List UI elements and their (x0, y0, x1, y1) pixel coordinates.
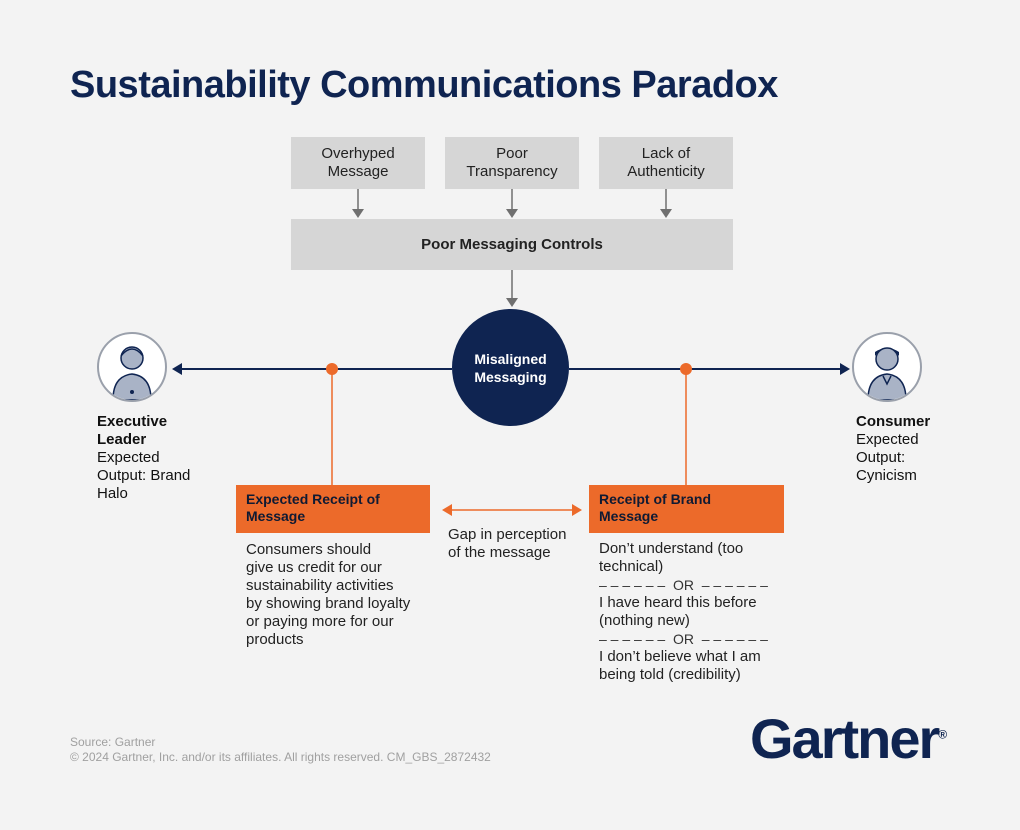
executive-leader-output: Expected Output: Brand Halo (97, 449, 191, 502)
receipt-of-brand-body: Don’t understand (too technical) – – – –… (599, 540, 789, 684)
cause-box-transparency: Poor Transparency (445, 137, 579, 189)
cause-box-overhyped: Overhyped Message (291, 137, 425, 189)
misaligned-messaging-circle: Misaligned Messaging (452, 309, 569, 426)
right-node (680, 363, 692, 375)
axis-left-arrowhead (172, 363, 182, 375)
gap-arrowhead-left (442, 504, 452, 516)
consumer-name: Consumer (856, 413, 931, 430)
receipt-line-3: I don’t believe what I am being told (cr… (599, 648, 761, 683)
gartner-logo: Gartner® (750, 707, 948, 770)
expected-receipt-heading: Expected Receipt of Message (236, 485, 430, 533)
consumer-icon (852, 332, 922, 402)
gartner-logo-text: Gartner (750, 707, 940, 770)
footer: Source: Gartner © 2024 Gartner, Inc. and… (70, 735, 491, 765)
controls-arrowhead (506, 298, 518, 307)
poor-messaging-controls-box: Poor Messaging Controls (291, 219, 733, 270)
gap-arrowhead-right (572, 504, 582, 516)
consumer-label: Consumer Expected Output: Cynicism (856, 413, 976, 485)
footer-copyright: © 2024 Gartner, Inc. and/or its affiliat… (70, 750, 491, 764)
receipt-of-brand-heading: Receipt of Brand Message (589, 485, 784, 533)
executive-leader-name: Executive Leader (97, 413, 168, 448)
footer-source: Source: Gartner (70, 735, 156, 749)
cause-box-authenticity: Lack of Authenticity (599, 137, 733, 189)
gap-label: Gap in perception of the message (448, 526, 567, 561)
or-divider-2: – – – – – – OR – – – – – – (599, 631, 768, 647)
cause-arrowhead-3 (660, 209, 672, 218)
cause-arrowhead-2 (506, 209, 518, 218)
receipt-line-2: I have heard this before (nothing new) (599, 594, 757, 629)
page-title: Sustainability Communications Paradox (70, 64, 778, 106)
or-divider-1: – – – – – – OR – – – – – – (599, 577, 768, 593)
cause-arrowhead-1 (352, 209, 364, 218)
left-node (326, 363, 338, 375)
executive-leader-label: Executive Leader Expected Output: Brand … (97, 413, 217, 503)
expected-receipt-body: Consumers should give us credit for our … (246, 541, 411, 648)
executive-leader-icon (97, 332, 167, 402)
receipt-line-1: Don’t understand (too technical) (599, 540, 744, 575)
axis-right-arrowhead (840, 363, 850, 375)
consumer-output: Expected Output: Cynicism (856, 431, 919, 484)
